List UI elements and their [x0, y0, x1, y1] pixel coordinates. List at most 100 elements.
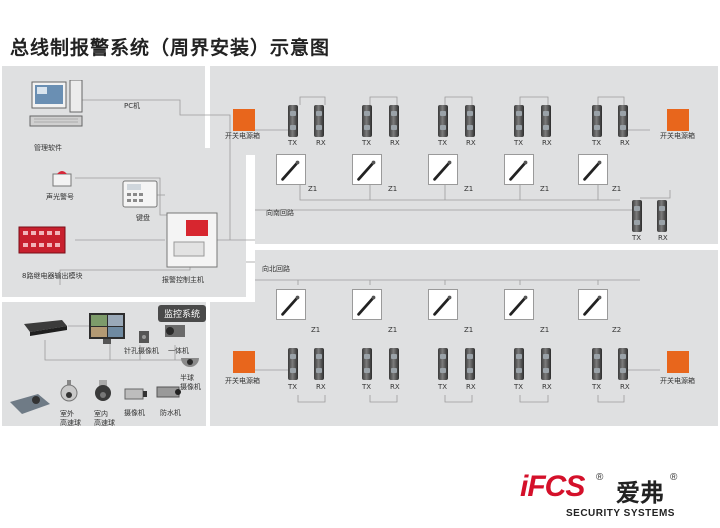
- south-zone-4-label: Z1: [540, 185, 550, 193]
- south-end-tx-label: TX: [632, 234, 642, 242]
- hemisphere-camera-label: 半球摄像机: [180, 374, 201, 392]
- south-tx-2: [362, 105, 372, 137]
- siren-icon: [52, 171, 72, 187]
- dvr-icon: [24, 320, 67, 336]
- alarm-controller-icon: [166, 212, 218, 268]
- relay-module-label: 8路继电器输出模块: [22, 272, 83, 280]
- waterproof-camera-label: 防水机: [160, 409, 181, 417]
- south-zone-5-label: Z1: [612, 185, 622, 193]
- north-rx-2: [389, 348, 399, 380]
- south-end-rx: [657, 200, 667, 232]
- pc-label: PC机: [124, 102, 141, 110]
- south-rx-4-label: RX: [542, 139, 552, 147]
- south-end-tx: [632, 200, 642, 232]
- controller-label: 报警控制主机: [162, 276, 204, 284]
- keypad-icon: [122, 180, 158, 208]
- north-rx-4-label: RX: [542, 383, 552, 391]
- pinhole-camera-icon: [139, 331, 149, 343]
- brand-logo: iFCS ® 爱弗 ® SECURITY SYSTEMS: [520, 470, 710, 520]
- outdoor-dome-line-1: 室外: [60, 410, 74, 418]
- speed-dome-keyboard-icon: [10, 394, 50, 414]
- pc-computer-icon: [29, 80, 83, 127]
- north-tx-5-label: TX: [592, 383, 602, 391]
- south-rx-2-label: RX: [390, 139, 400, 147]
- south-rx-1: [314, 105, 324, 137]
- north-detector-4: [504, 289, 534, 320]
- north-tx-1: [288, 348, 298, 380]
- north-power-box-right: [667, 351, 689, 373]
- south-power-box-left: [233, 109, 255, 131]
- south-rx-5-label: RX: [620, 139, 630, 147]
- south-end-rx-label: RX: [658, 234, 668, 242]
- south-tx-1: [288, 105, 298, 137]
- integrated-camera-label: 一体机: [168, 347, 189, 355]
- south-loop-label: 向南回路: [266, 209, 294, 217]
- south-tx-4-label: TX: [514, 139, 524, 147]
- north-tx-2-label: TX: [362, 383, 372, 391]
- south-zone-2-label: Z1: [388, 185, 398, 193]
- south-detector-1: [276, 154, 306, 185]
- indoor-dome-icon: [95, 380, 111, 401]
- north-zone-5-label: Z2: [612, 326, 622, 334]
- hemisphere-line-1: 半球: [180, 374, 194, 382]
- north-zone-1-label: Z1: [311, 326, 321, 334]
- south-zone-3-label: Z1: [464, 185, 474, 193]
- north-zone-3-label: Z1: [464, 326, 474, 334]
- north-detector-2: [352, 289, 382, 320]
- south-rx-3-label: RX: [466, 139, 476, 147]
- north-tx-3-label: TX: [438, 383, 448, 391]
- page-title: 总线制报警系统（周界安装）示意图: [10, 37, 331, 59]
- south-zone-1-label: Z1: [308, 185, 318, 193]
- north-power-box-right-label: 开关电源箱: [660, 377, 695, 385]
- north-tx-5: [592, 348, 602, 380]
- north-zone-4-label: Z1: [540, 326, 550, 334]
- south-rx-4: [541, 105, 551, 137]
- brand-latin: iFCS: [520, 470, 585, 503]
- north-detector-5: [578, 289, 608, 320]
- south-rx-5: [618, 105, 628, 137]
- north-tx-4-label: TX: [514, 383, 524, 391]
- hemisphere-camera-icon: [181, 358, 199, 367]
- north-rx-4: [541, 348, 551, 380]
- south-tx-3-label: TX: [438, 139, 448, 147]
- south-tx-4: [514, 105, 524, 137]
- brand-cn: 爱弗: [616, 480, 664, 507]
- north-rx-1: [314, 348, 324, 380]
- keypad-label: 键盘: [136, 214, 150, 222]
- north-rx-5-label: RX: [620, 383, 630, 391]
- south-tx-5: [592, 105, 602, 137]
- indoor-dome-label: 室内高速球: [94, 410, 115, 428]
- north-rx-3-label: RX: [466, 383, 476, 391]
- north-rx-3: [465, 348, 475, 380]
- outdoor-dome-label: 室外高速球: [60, 410, 81, 428]
- indoor-dome-line-1: 室内: [94, 410, 108, 418]
- south-power-box-right-label: 开关电源箱: [660, 132, 695, 140]
- north-tx-1-label: TX: [288, 383, 298, 391]
- indoor-dome-line-2: 高速球: [94, 419, 115, 428]
- south-detector-5: [578, 154, 608, 185]
- pinhole-camera-label: 针孔摄像机: [124, 347, 159, 355]
- south-detector-4: [504, 154, 534, 185]
- waterproof-camera-icon: [156, 386, 181, 398]
- box-camera-icon: [124, 388, 147, 400]
- south-detector-2: [352, 154, 382, 185]
- south-tx-5-label: TX: [592, 139, 602, 147]
- hemisphere-line-2: 摄像机: [180, 383, 201, 392]
- north-power-box-left: [233, 351, 255, 373]
- brand-tagline: SECURITY SYSTEMS: [566, 508, 675, 519]
- north-tx-3: [438, 348, 448, 380]
- south-rx-1-label: RX: [316, 139, 326, 147]
- south-tx-1-label: TX: [288, 139, 298, 147]
- south-tx-2-label: TX: [362, 139, 372, 147]
- south-power-box-left-label: 开关电源箱: [225, 132, 260, 140]
- north-rx-1-label: RX: [316, 383, 326, 391]
- brand-reg-1: ®: [596, 472, 604, 483]
- outdoor-dome-line-2: 高速球: [60, 419, 81, 428]
- monitor-screen-icon: [89, 313, 125, 344]
- outdoor-dome-icon: [60, 380, 78, 402]
- north-tx-2: [362, 348, 372, 380]
- north-power-box-left-label: 开关电源箱: [225, 377, 260, 385]
- north-rx-5: [618, 348, 628, 380]
- brand-reg-2: ®: [670, 472, 678, 483]
